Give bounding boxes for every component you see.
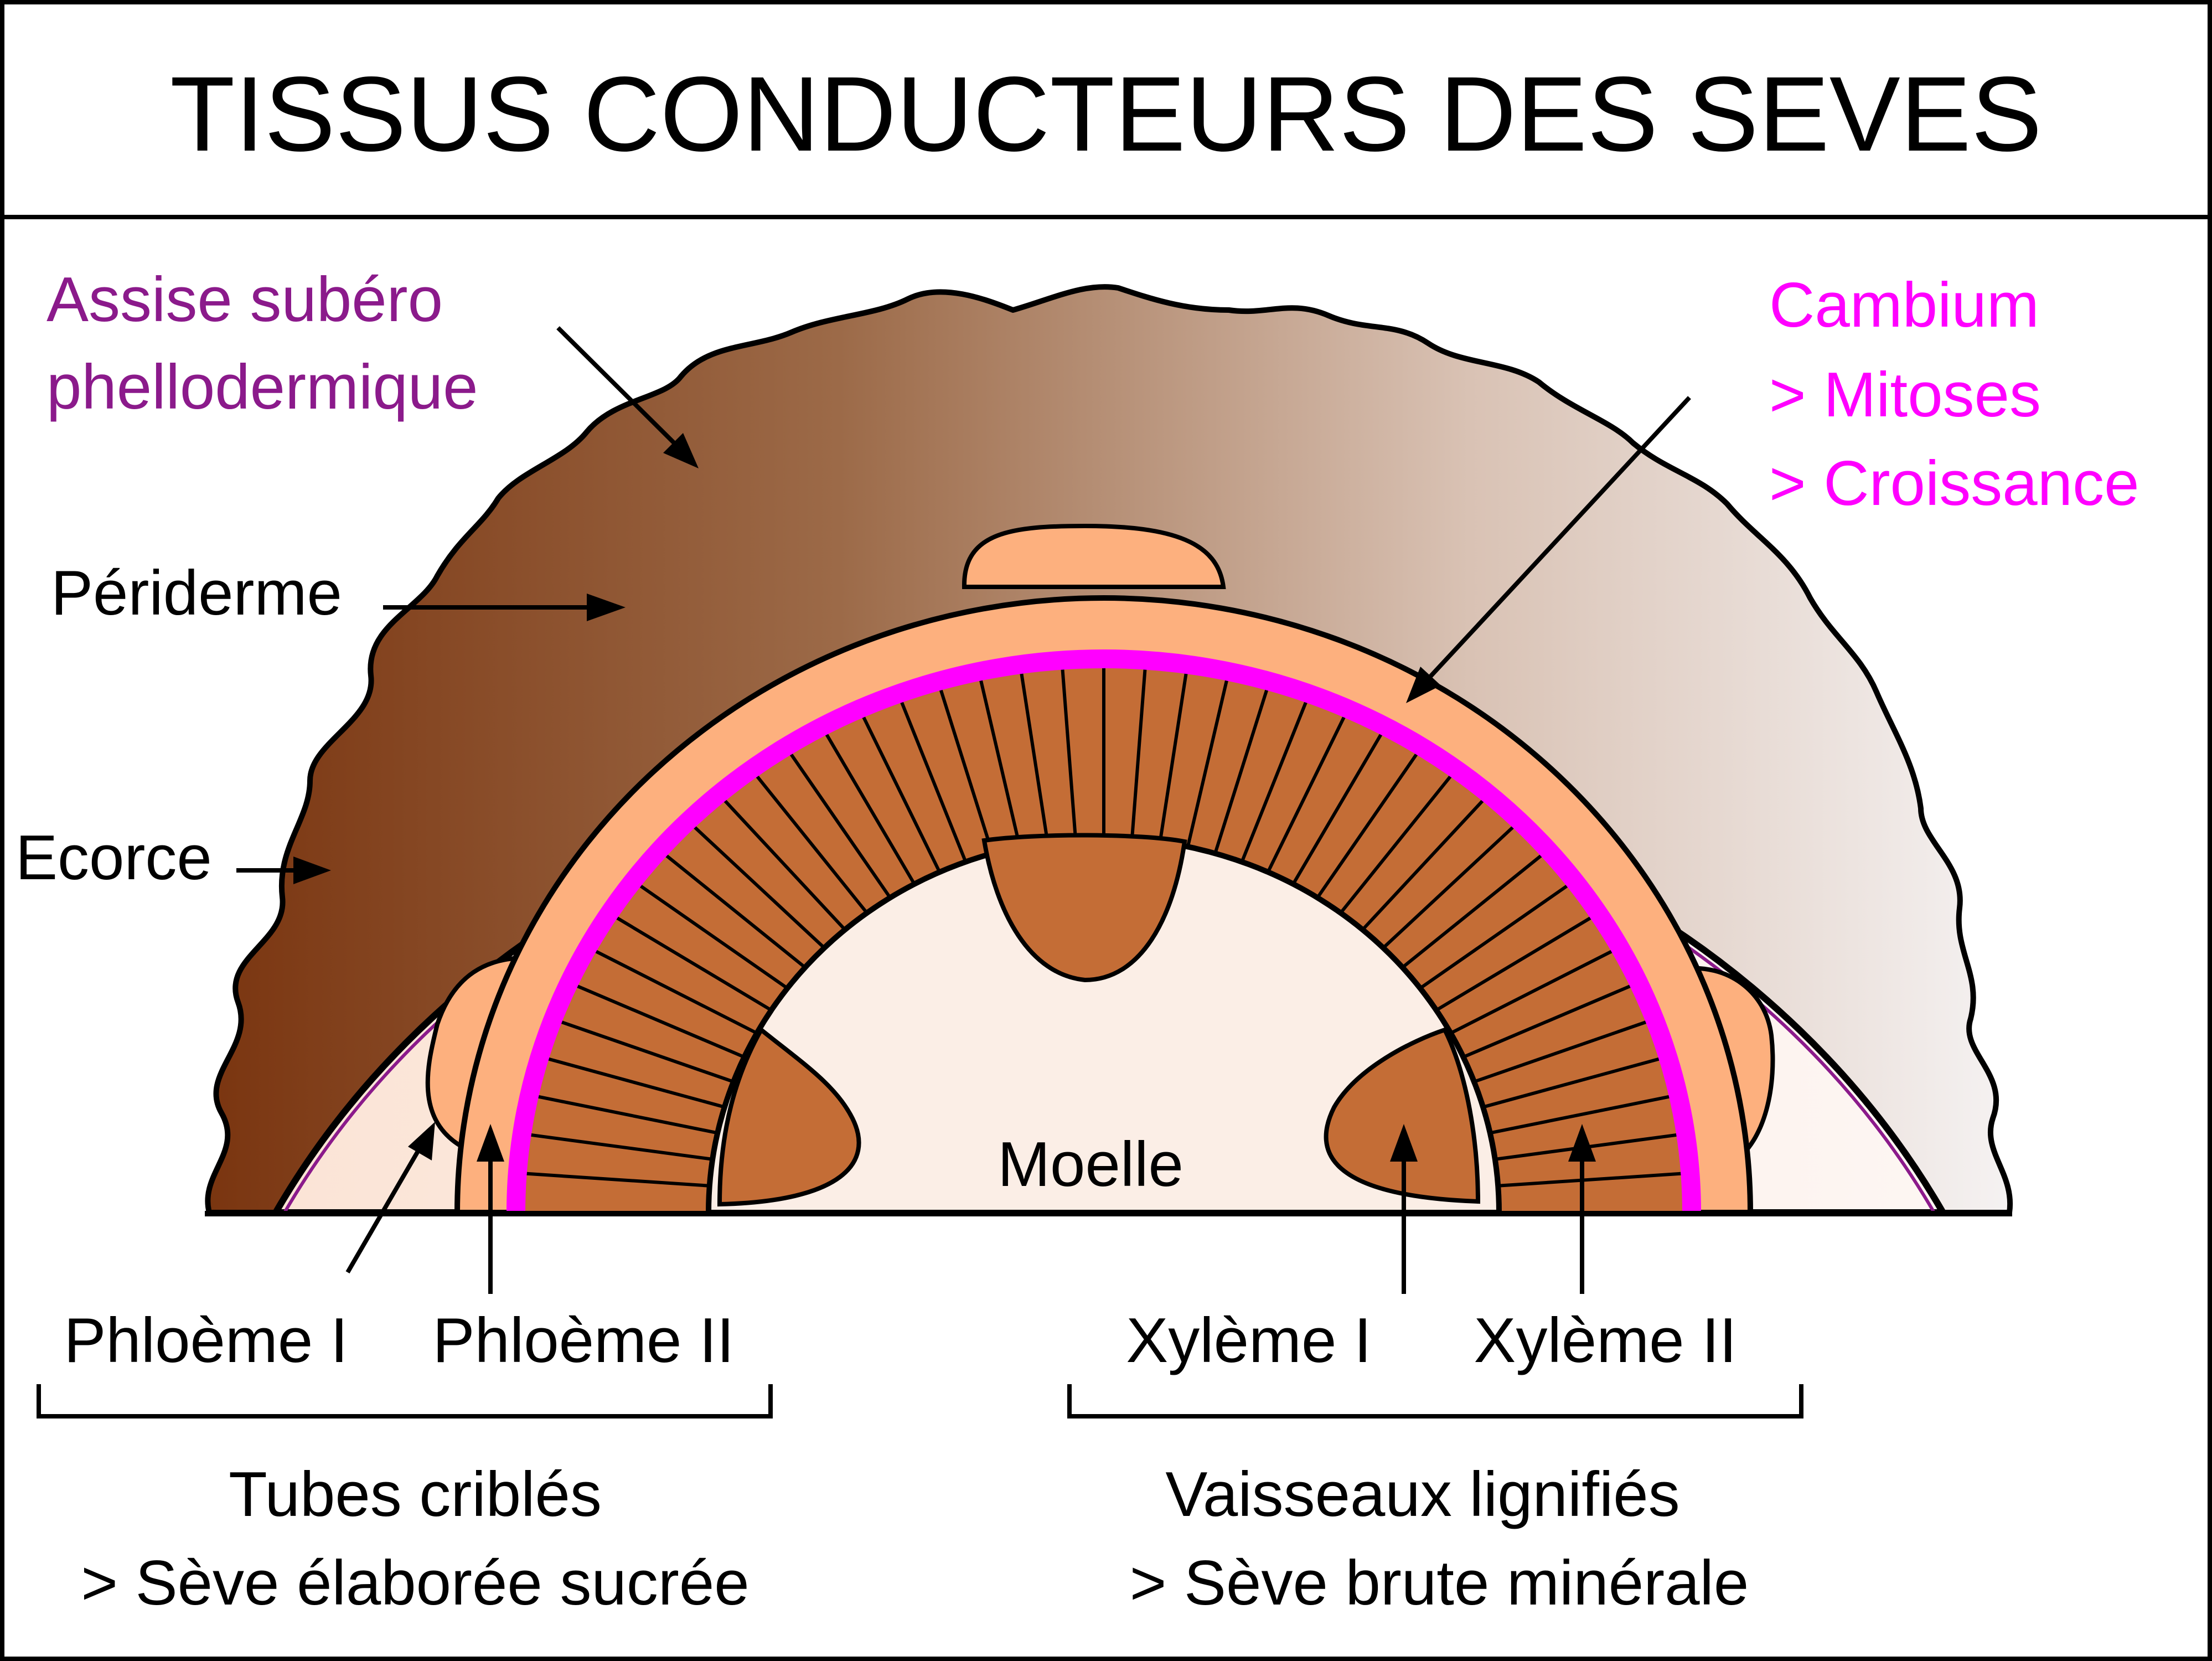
label-assise-line2: phellodermique: [46, 352, 478, 422]
xylem-ray: [939, 689, 994, 854]
phloeme-1-top: [962, 523, 1226, 589]
xylem-ray: [577, 984, 745, 1059]
xylem-ray: [1382, 826, 1514, 950]
label-cambium-line3: > Croissance: [1769, 448, 2139, 519]
xylem-ray: [1186, 679, 1229, 848]
arrow-phloeme-1-head: [408, 1122, 435, 1160]
label-ecorce: Ecorce: [15, 823, 212, 893]
xylem-ray: [1497, 1172, 1681, 1188]
xyleme-1-left: [717, 1026, 861, 1207]
arrows: [236, 326, 1691, 1294]
xylem-ray: [616, 916, 772, 1012]
xyleme-1-right: [1324, 1027, 1481, 1204]
xylem-ray: [756, 775, 869, 914]
xylem-ray: [694, 826, 826, 950]
xylem-ray: [1020, 673, 1050, 843]
arrow-ecorce-head: [293, 857, 331, 884]
label-cambium-line2: > Mitoses: [1769, 360, 2041, 430]
xylem-ray: [723, 799, 846, 931]
xylem-ray: [1361, 799, 1484, 931]
arrow-xyleme-2-head: [1568, 1124, 1596, 1162]
xylem-ray: [665, 854, 807, 969]
arrow-assise-head: [663, 433, 699, 468]
xylem-ray: [1266, 716, 1346, 873]
label-moelle: Moelle: [998, 1129, 1183, 1200]
page-title: TISSUS CONDUCTEURS DES SEVES: [170, 54, 2042, 173]
xylem-ray: [1158, 673, 1188, 843]
label-xyleme-2: Xylème II: [1474, 1306, 1736, 1376]
xylem-ray: [531, 1133, 713, 1161]
label-vaisseaux-line1: Vaisseaux lignifiés: [1165, 1459, 1679, 1530]
xylem-ray: [1316, 753, 1418, 899]
xylem-ray: [1490, 1095, 1670, 1135]
xylem-ray: [595, 950, 758, 1035]
label-xyleme-1: Xylème I: [1126, 1306, 1371, 1376]
label-tubes-line2: > Sève élaborée sucrée: [81, 1548, 749, 1618]
label-cambium-line1: Cambium: [1769, 270, 2039, 341]
arrow-cambium-head: [1406, 667, 1441, 703]
xylem-rays: [525, 668, 1682, 1214]
xylem-ray: [538, 1095, 718, 1135]
xylem-ray: [1291, 733, 1383, 885]
label-assise-line1: Assise subéro: [46, 265, 443, 335]
label-phloeme-1: Phloème I: [64, 1306, 348, 1376]
xylem-ray: [548, 1057, 725, 1109]
cambium-ring: [507, 649, 1701, 1213]
xylem-ray: [1462, 984, 1631, 1059]
arrow-assise: [556, 326, 692, 461]
label-phloeme-2: Phloème II: [433, 1306, 735, 1376]
arrow-periderme-head: [587, 594, 626, 621]
bracket-phloeme: [37, 1384, 773, 1418]
xylem-ray: [862, 716, 942, 873]
xyleme-1-top: [981, 833, 1187, 983]
arrow-phloeme-1: [345, 1133, 430, 1274]
arrow-cambium: [1413, 396, 1691, 695]
xylem-ray: [639, 884, 789, 990]
xylem-ray: [979, 679, 1022, 848]
arrow-phloeme-2-head: [477, 1124, 504, 1162]
xylem-ray: [1401, 854, 1542, 969]
xylem-ray: [1435, 916, 1591, 1012]
xylem-ray: [1473, 1020, 1647, 1084]
xylem-ray: [561, 1020, 735, 1084]
xylem-ray: [1130, 669, 1147, 839]
xylem-ray: [825, 733, 916, 885]
xylem-ray: [526, 1172, 710, 1188]
xylem-ray: [1240, 701, 1307, 863]
bracket-xyleme: [1067, 1384, 1803, 1418]
xylem-ray: [1419, 884, 1568, 990]
xylem-ray: [1482, 1057, 1660, 1109]
xylem-ray: [1061, 669, 1078, 839]
xylem-ray: [1213, 689, 1269, 854]
arrow-xyleme-1-head: [1390, 1124, 1418, 1162]
xylem-ray: [1339, 775, 1452, 914]
label-vaisseaux-line2: > Sève brute minérale: [1130, 1548, 1749, 1618]
xylem-ray: [1450, 950, 1613, 1035]
label-tubes-line1: Tubes criblés: [229, 1459, 602, 1530]
xylem-ray: [900, 701, 968, 863]
xylem-ray: [789, 753, 892, 899]
label-periderme: Périderme: [51, 558, 342, 628]
